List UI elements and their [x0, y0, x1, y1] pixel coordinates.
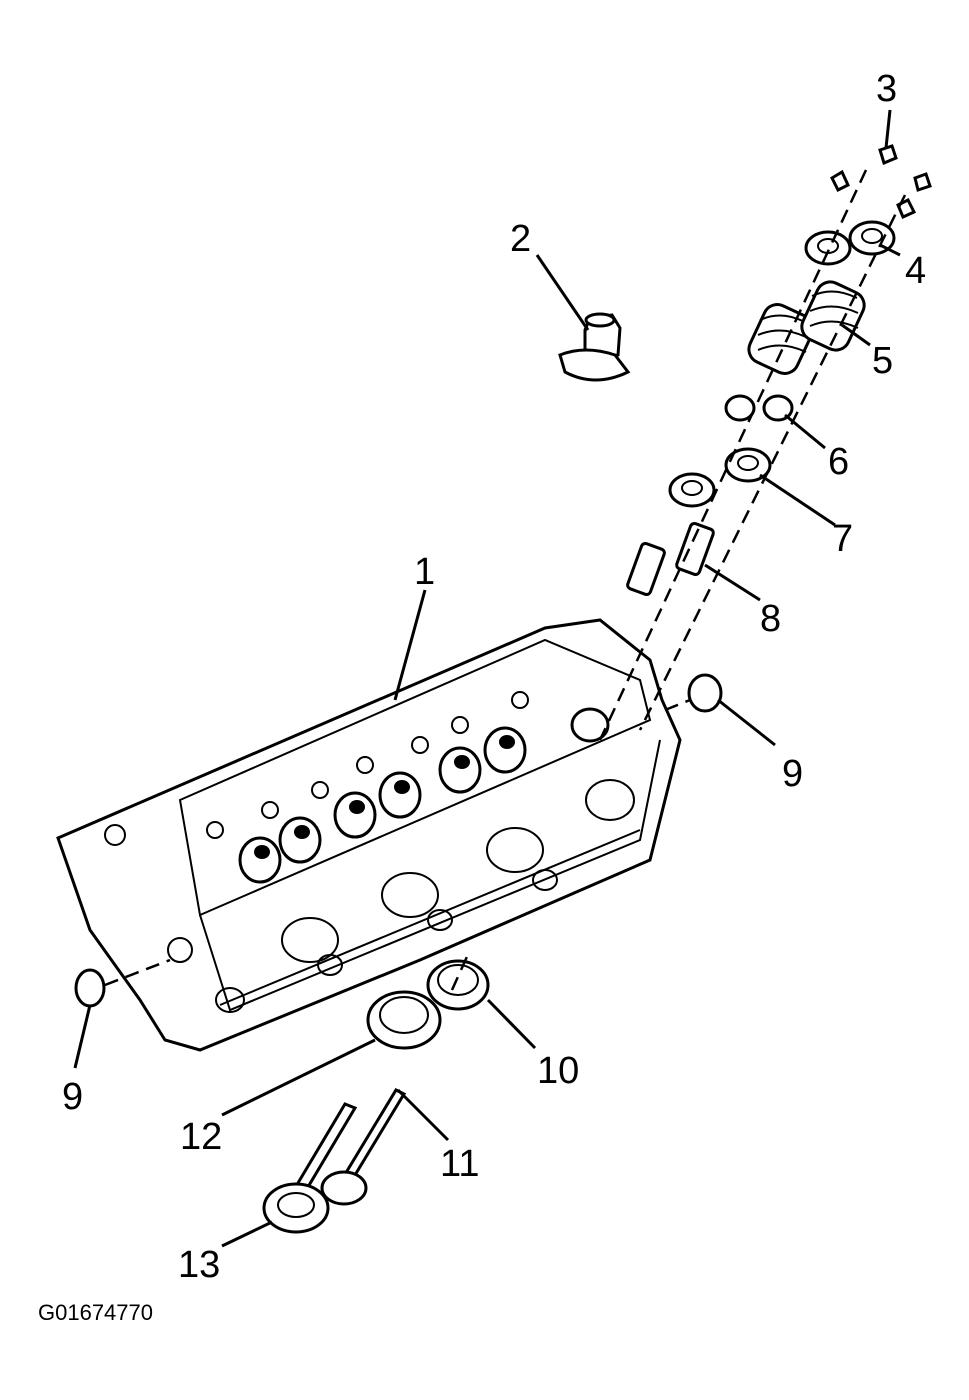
valve-springs [747, 280, 866, 375]
callout-10: 10 [537, 1050, 580, 1092]
valve-guides [626, 521, 715, 597]
cylinder-head [56, 618, 682, 1052]
callout-2: 2 [510, 218, 532, 260]
callout-13: 13 [178, 1244, 221, 1286]
valve-spring-seats [668, 447, 772, 508]
callout-3: 3 [876, 68, 898, 110]
callout-11: 11 [440, 1143, 480, 1185]
callout-4: 4 [905, 250, 927, 292]
valves [262, 1088, 407, 1234]
callout-8: 8 [760, 598, 782, 640]
figure-code: G01674770 [38, 1300, 153, 1325]
installed-valve-springs [238, 707, 610, 884]
callout-12: 12 [180, 1116, 223, 1158]
assembly-centerlines [104, 169, 907, 991]
callout-6: 6 [828, 441, 850, 483]
callout-7: 7 [832, 518, 854, 560]
valve-stem-seal [558, 312, 631, 382]
valve-stem-oil-seals [724, 394, 794, 422]
callout-1: 1 [414, 551, 436, 593]
cup-plugs [74, 673, 723, 1008]
callout-9-left: 9 [62, 1076, 84, 1118]
callout-9-right: 9 [782, 753, 804, 795]
callout-5: 5 [872, 340, 894, 382]
callout-leader-lines [73, 109, 901, 1248]
valve-seat-inserts [366, 959, 490, 1050]
valve-keys [830, 144, 932, 220]
